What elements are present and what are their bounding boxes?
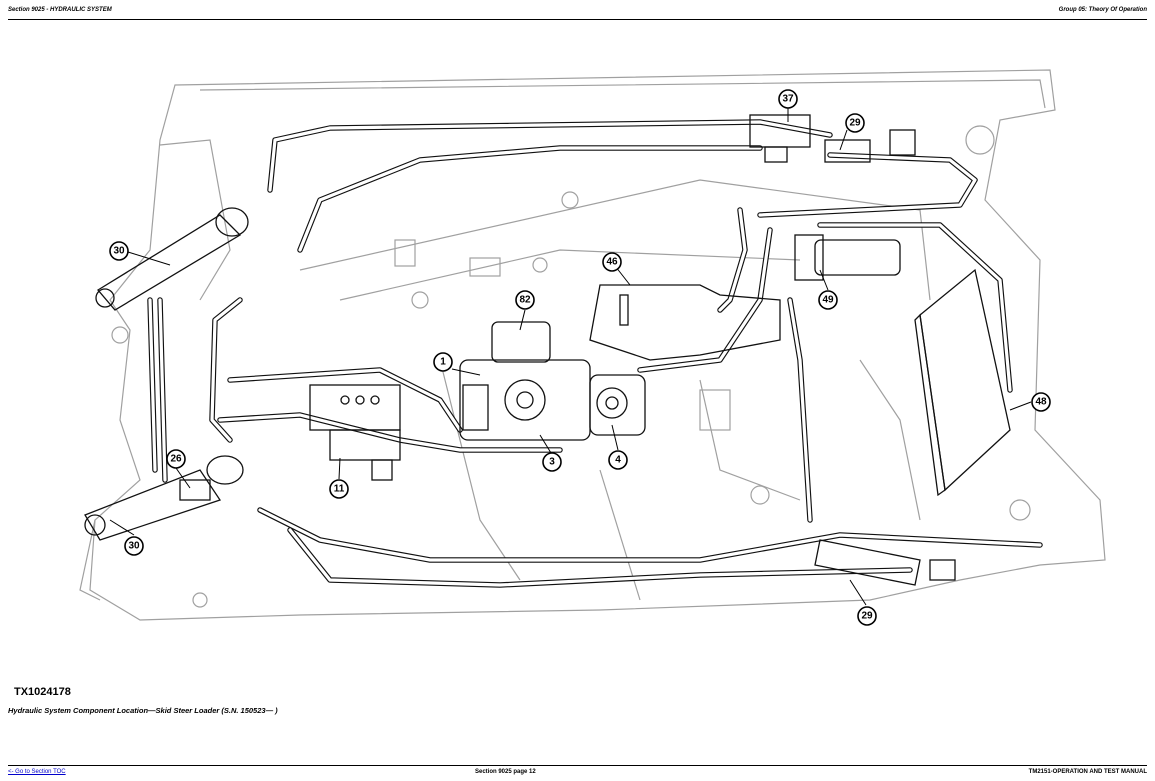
page-number: Section 9025 page 12 (475, 769, 536, 775)
callout-3: 3 (542, 452, 562, 472)
svg-text:3: 3 (549, 457, 555, 468)
callout-37: 37 (778, 89, 798, 109)
svg-text:11: 11 (334, 484, 345, 495)
svg-text:1: 1 (440, 357, 446, 368)
svg-text:46: 46 (606, 257, 618, 268)
hydraulic-lines (147, 119, 1043, 588)
callout-48: 48 (1031, 392, 1051, 412)
callout-30-lower: 30 (124, 536, 144, 556)
svg-text:82: 82 (519, 295, 531, 306)
callout-82: 82 (515, 290, 535, 310)
svg-text:4: 4 (615, 455, 621, 466)
components (84, 114, 1011, 586)
figure-id: TX1024178 (14, 686, 71, 698)
callout-26: 26 (166, 449, 186, 469)
manual-title: TM2151-OPERATION AND TEST MANUAL (1028, 769, 1147, 775)
svg-text:29: 29 (861, 611, 873, 622)
page-footer: <- Go to Section TOC Section 9025 page 1… (8, 765, 1147, 778)
svg-text:37: 37 (782, 94, 794, 105)
svg-text:29: 29 (849, 118, 861, 129)
callout-30-upper: 30 (109, 241, 129, 261)
callout-1: 1 (433, 352, 453, 372)
section-title: Section 9025 - HYDRAULIC SYSTEM (8, 7, 112, 13)
leader-lines (109, 108, 1032, 606)
section-toc-link[interactable]: <- Go to Section TOC (8, 769, 66, 775)
svg-text:30: 30 (113, 246, 125, 257)
callout-29-lower: 29 (857, 606, 877, 626)
machine-frame (79, 69, 1106, 621)
callout-46: 46 (602, 252, 622, 272)
svg-text:26: 26 (170, 454, 182, 465)
svg-text:48: 48 (1035, 397, 1047, 408)
figure-caption: Hydraulic System Component Location—Skid… (8, 706, 278, 715)
callout-29-upper: 29 (845, 113, 865, 133)
callout-11: 11 (329, 479, 349, 499)
page-header: Section 9025 - HYDRAULIC SYSTEM Group 05… (8, 5, 1147, 20)
callout-4: 4 (608, 450, 628, 470)
group-title: Group 05: Theory Of Operation (1058, 7, 1147, 13)
callout-49: 49 (818, 290, 838, 310)
svg-text:30: 30 (128, 541, 140, 552)
svg-text:49: 49 (822, 295, 834, 306)
